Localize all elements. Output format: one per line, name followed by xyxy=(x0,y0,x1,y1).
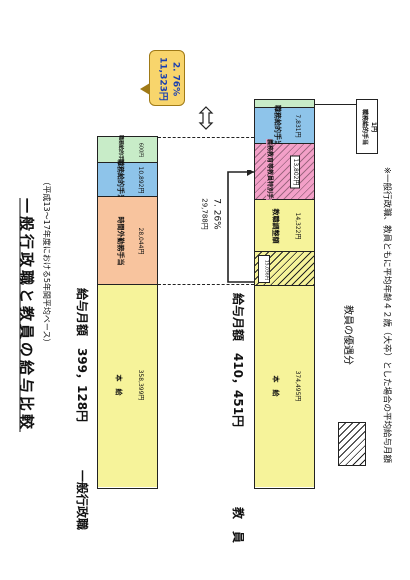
admin-overtime-label: 時間外勤務手当 xyxy=(116,216,125,266)
admin-group-label: 一般行政職 xyxy=(75,469,89,531)
admin-base-label: 本 給 xyxy=(114,374,123,396)
teacher-segment-special: 義務教育等教員特別手当 13,802円 xyxy=(255,138,314,206)
teacher-special-amount: 13,802円 xyxy=(290,155,300,189)
teacher-adjustment-amount: 14,322円 xyxy=(294,212,301,240)
admin-overtime-amount: 28,044円 xyxy=(137,227,144,255)
teacher-group-label: 教 員 xyxy=(231,506,245,544)
admin-segment-allowance-small: 職務給的手当 600円 xyxy=(98,135,157,165)
legend-hatch-swatch xyxy=(338,422,366,466)
teacher-small-allowance-label: 職務給的手当 xyxy=(361,108,368,146)
teacher-allowance-label: 職務給的手当 xyxy=(273,105,282,147)
admin-allowance-amount: 10,892円 xyxy=(137,166,144,194)
teacher-adjustment-label: 教職調整額 xyxy=(271,208,280,244)
bracket-arrow-icon xyxy=(227,170,254,283)
admin-bar: 職務給的手当 600円 職務給的手当 10,892円 時間外勤務手当 28,04… xyxy=(97,135,158,489)
admin-segment-allowance: 職務給的手当 10,892円 xyxy=(98,159,157,201)
teacher-segment-allowance-small xyxy=(255,100,314,108)
teacher-inner-box: 15,036円 xyxy=(258,255,270,283)
page-subtitle: （平成13～17年度における5年間平均ベース） xyxy=(42,177,51,347)
small-box-connector xyxy=(315,104,356,106)
total-difference-callout: 11,323円 2. 76% xyxy=(140,50,185,106)
legend-label: 教員の優遇分 xyxy=(342,305,353,365)
preferential-difference-amount: 29,788円 xyxy=(200,198,209,230)
teacher-inner-box-amount: 15,036円 xyxy=(263,259,269,281)
admin-allowance-small-amount: 600円 xyxy=(137,142,144,158)
teacher-segment-preferential: 15,036円 xyxy=(255,252,314,286)
teacher-allowance-amount: 7,831円 xyxy=(294,114,301,138)
admin-monthly-total: 給与月額 399，128円 xyxy=(75,287,89,423)
dashed-top-connector xyxy=(158,137,254,138)
admin-allowance-label: 職務給的手当 xyxy=(116,159,125,201)
teacher-segment-allowance: 職務給的手当 7,831円 xyxy=(255,105,314,147)
teacher-special-label: 義務教育等教員特別手当 xyxy=(266,138,273,206)
page-title: 一般行政職と教員の給与比較 xyxy=(17,197,36,433)
admin-segment-overtime: 時間外勤務手当 28,044円 xyxy=(98,197,157,285)
teacher-base-amount: 374,495円 xyxy=(294,370,301,402)
teacher-small-allowance-box: 職務給的手当 1円 xyxy=(356,99,378,154)
double-arrow-icon xyxy=(198,106,214,130)
admin-base-amount: 358,399円 xyxy=(137,369,144,401)
dashed-mid-connector xyxy=(158,284,254,285)
footnote: ※一般行政職、教員ともに平均年齢４２歳（大卒）とした場合の平均給与月額 xyxy=(381,166,392,464)
teacher-segment-adjustment: 教職調整額 14,322円 xyxy=(255,200,314,252)
teacher-base-label: 本 給 xyxy=(271,375,280,397)
admin-segment-base: 本 給 358,399円 xyxy=(98,285,157,487)
teacher-monthly-total: 給与月額 410，451円 xyxy=(231,292,245,428)
teacher-bar: 職務給的手当 7,831円 義務教育等教員特別手当 13,802円 教職調整額 … xyxy=(254,99,315,489)
teacher-small-allowance-amount: 1円 xyxy=(370,121,377,133)
total-difference-percent: 2. 76% xyxy=(170,61,181,97)
total-difference-amount: 11,323円 xyxy=(157,57,168,101)
teacher-segment-base: 本 給 374,495円 xyxy=(255,286,314,487)
